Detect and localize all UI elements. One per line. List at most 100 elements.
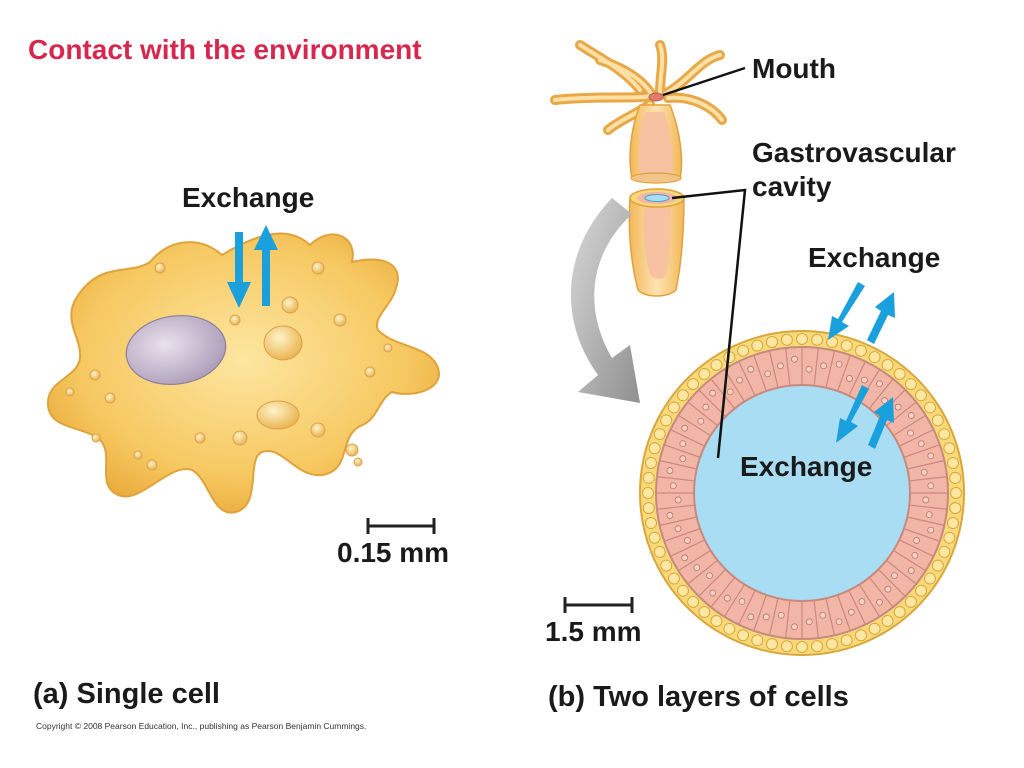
gastrodermis-cell-wall [910,476,947,482]
amoeba-exchange-arrows [227,225,278,308]
ectoderm-cell [667,401,680,414]
ectoderm-cell [642,487,654,499]
gastrodermis-nucleus [805,618,813,626]
caption-b: (b) Two layers of cells [548,681,849,713]
gastrodermis-nucleus [666,512,674,519]
gastrodermis-cell-wall [825,599,835,635]
gastrodermis-nucleus [894,403,902,411]
ectoderm-cell [811,640,824,653]
gastrodermis-nucleus [860,376,868,384]
ectoderm-cell [698,606,711,619]
ectoderm-cell [796,333,808,345]
gastrodermis-cell-wall [688,402,718,426]
ectoderm-cell [676,389,689,402]
cavity-label-line2: cavity [752,171,832,202]
gastrodermis-nucleus [702,403,710,411]
gastrodermis-nucleus [764,370,772,378]
ectoderm-cell [642,471,655,484]
gastrodermis-nucleus [835,360,843,368]
copyright-notice: Copyright © 2008 Pearson Education, Inc.… [36,721,367,731]
gastrodermis-cell-wall [769,351,779,387]
gastrodermis-nucleus [920,468,928,476]
gastrodermis-nucleus [876,598,883,606]
gastrodermis-nucleus [709,389,717,397]
gastrodermis-cell-wall [886,560,916,584]
gastrodermis-cell-wall [893,550,926,571]
gastrodermis-nucleus [684,537,691,544]
amoeba-nucleus [125,315,227,385]
ectoderm-cell [943,442,956,455]
ectoderm-cell [723,622,736,635]
gastrodermis-nucleus [927,526,935,534]
ectoderm-cell [687,378,700,391]
ectoderm-cell [648,531,661,544]
cavity-label-line1: Gastrovascular [752,137,956,168]
ectoderm-cell [765,335,778,348]
gastrodermis-cell-wall [813,601,819,638]
scale-label-a: 0.15 mm [337,537,450,568]
gastrodermis-cell-wall [699,569,726,596]
ectoderm-cell [840,339,853,352]
gastrodermis-nucleus [674,525,682,533]
ectoderm-cell [687,595,700,608]
ectoderm-cell [780,333,793,346]
ectoderm-cell [947,517,960,530]
ectoderm-cell [915,584,928,597]
gastrodermis-nucleus [891,572,898,580]
mouth-label: Mouth [752,53,836,84]
gastrodermis-cell-wall [660,516,696,526]
amoeba-exchange-label: Exchange [182,182,315,213]
gastrodermis-nucleus [819,611,827,619]
gastrodermis-cell-wall [837,355,851,391]
gastrodermis-nucleus [913,537,920,544]
gastrodermis-cell-wall [908,460,944,470]
ectoderm-cell [642,502,655,515]
ectoderm-cell [698,367,711,380]
gastrodermis-cell-wall [664,528,700,542]
cross-section-arrow [570,198,640,403]
gastrodermis-nucleus [911,551,919,559]
gastrodermis-cell-wall [893,415,926,436]
ectoderm-cell [667,572,680,585]
ectoderm-cell [947,456,960,469]
ectoderm-cell [915,389,928,402]
hydra-mouth [648,92,664,102]
gastrodermis-cell-wall [904,528,940,542]
gastrodermis-nucleus [747,365,755,373]
gastrodermis-nucleus [805,365,813,373]
gastrodermis-nucleus [925,511,933,519]
ectoderm-cell [931,559,944,572]
gastrodermis-cell-wall [688,560,718,584]
gastrodermis-nucleus [876,380,883,388]
gastrodermis-nucleus [693,564,701,572]
ectoderm-cell [648,442,661,455]
gastrodermis-nucleus [679,440,687,448]
amoeba-cell [46,232,440,514]
ectoderm-cell [854,344,867,357]
gastrodermis-nucleus [846,375,853,382]
gastrodermis-nucleus [820,362,828,370]
ectoderm-cell [868,622,881,635]
ectoderm-cell [893,606,906,619]
gastrodermis-cell-wall [848,590,866,624]
gastrodermis-cell-wall [738,590,756,624]
gastrodermis-nucleus [776,362,784,370]
gastrodermis-cell-wall [825,351,835,387]
gastrodermis-cell-wall [769,599,779,635]
gastrodermis-cell-wall [699,390,726,417]
ectoderm-cell [653,545,666,558]
scale-label-b: 1.5 mm [545,616,642,647]
gastrodermis-cell-wall [848,362,866,396]
ectoderm-cell [826,638,839,651]
ectoderm-cell [854,629,867,642]
outer-exchange-label: Exchange [808,242,941,273]
gastrodermis-nucleus [917,440,925,448]
ectoderm-cell [676,584,689,597]
caption-a: (a) Single cell [33,678,220,710]
gastrodermis-nucleus [669,482,677,490]
gastrodermis-nucleus [706,572,713,580]
gastrodermis-nucleus [681,424,689,432]
gastrodermis-nucleus [726,388,734,396]
leader-lines [662,66,747,459]
gastrodermis-cell-wall [899,539,933,557]
